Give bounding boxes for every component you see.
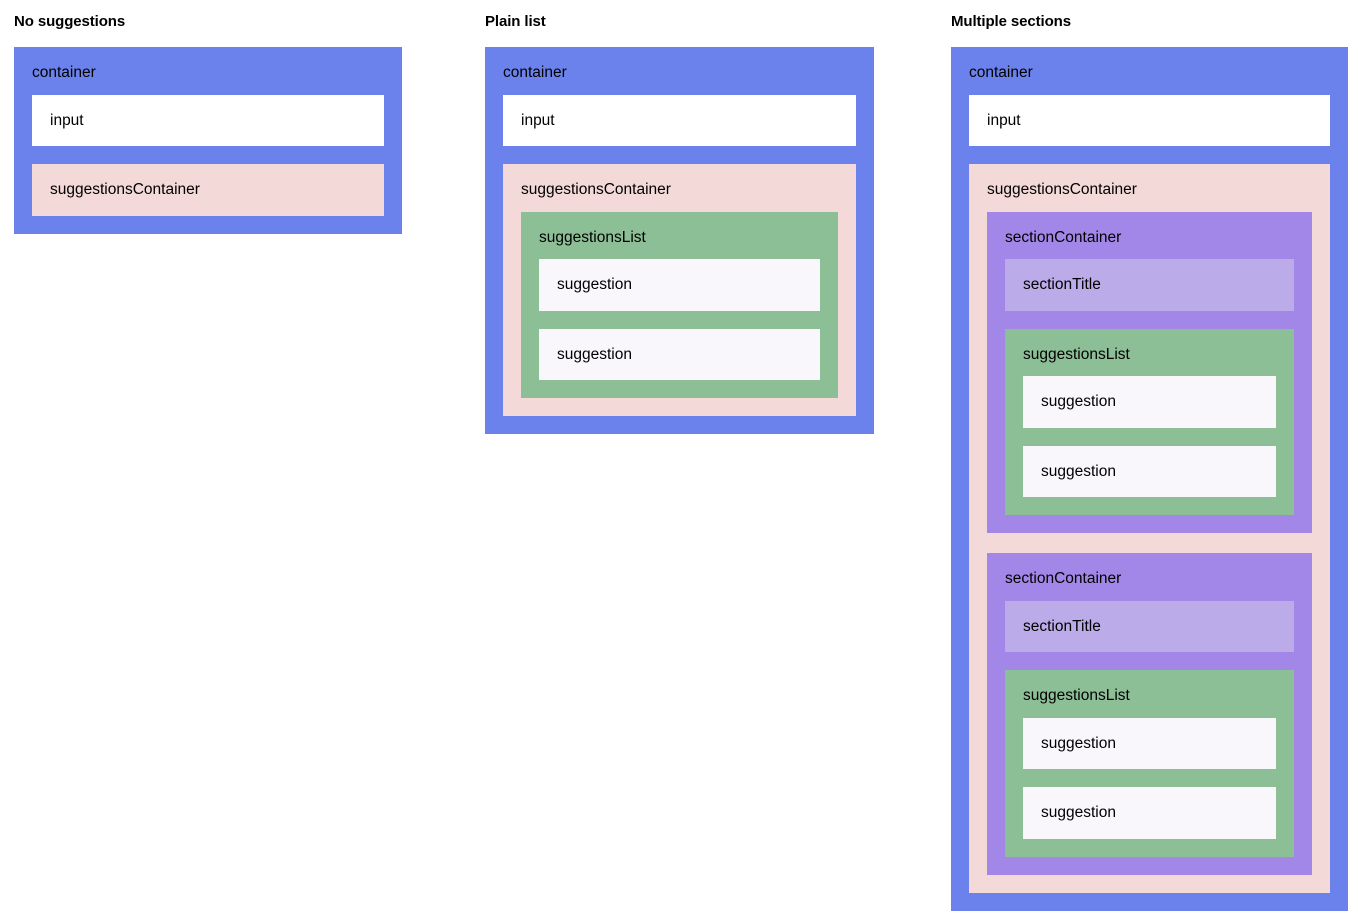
container-box: container input suggestionsContainer [14,47,402,234]
suggestions-list-box: suggestionsList suggestion suggestion [1005,670,1294,857]
suggestion-label: suggestion [1041,462,1116,480]
section-container-box: sectionContainer sectionTitle suggestion… [987,553,1312,875]
suggestions-container-box: suggestionsContainer [32,164,384,216]
suggestions-container-box: suggestionsContainer sectionContainer se… [969,164,1330,893]
suggestions-list-box: suggestionsList suggestion suggestion [521,211,838,398]
section-container-label: sectionContainer [1005,570,1122,587]
container-label: container [503,64,567,81]
input-box[interactable]: input [503,94,856,146]
input-label: input [987,111,1021,129]
suggestion-item[interactable]: suggestion [1023,376,1276,428]
section-title-box: sectionTitle [1005,259,1294,311]
column-multiple-sections: Multiple sections container input sugges… [951,0,1348,911]
suggestion-label: suggestion [1041,734,1116,752]
suggestions-list-box: suggestionsList suggestion suggestion [1005,328,1294,515]
suggestion-label: suggestion [1041,393,1116,410]
column-title-plain-list: Plain list [485,13,546,30]
section-title-box: sectionTitle [1005,600,1294,652]
column-no-suggestions: No suggestions container input suggestio… [14,0,402,234]
suggestions-container-label: suggestionsContainer [50,181,200,198]
column-title-no-suggestions: No suggestions [14,13,126,30]
suggestion-item[interactable]: suggestion [1023,787,1276,839]
suggestion-item[interactable]: suggestion [539,328,820,380]
section-container-box: sectionContainer sectionTitle suggestion… [987,211,1312,533]
suggestions-list-label: suggestionsList [1023,687,1130,704]
suggestion-label: suggestion [557,345,632,363]
suggestion-item[interactable]: suggestion [1023,717,1276,769]
suggestions-container-box: suggestionsContainer suggestionsList sug… [503,164,856,416]
suggestions-list-label: suggestionsList [539,228,646,246]
suggestion-label: suggestion [557,276,632,293]
section-title-label: sectionTitle [1023,617,1101,635]
container-box: container input suggestionsContainer sec… [951,47,1348,911]
suggestions-container-label: suggestionsContainer [987,181,1137,198]
container-label: container [969,64,1033,81]
column-title-multiple-sections: Multiple sections [951,13,1071,30]
suggestion-label: suggestion [1041,804,1116,821]
column-plain-list: Plain list container input suggestionsCo… [485,0,874,434]
suggestion-item[interactable]: suggestion [539,259,820,311]
input-box[interactable]: input [32,94,384,146]
input-label: input [50,111,84,129]
input-label: input [521,111,555,129]
container-label: container [32,64,96,81]
suggestions-container-label: suggestionsContainer [521,181,671,198]
suggestion-item[interactable]: suggestion [1023,445,1276,497]
container-box: container input suggestionsContainer sug… [485,47,874,434]
suggestions-list-label: suggestionsList [1023,345,1130,363]
section-container-label: sectionContainer [1005,228,1122,246]
section-title-label: sectionTitle [1023,276,1101,293]
input-box[interactable]: input [969,94,1330,146]
